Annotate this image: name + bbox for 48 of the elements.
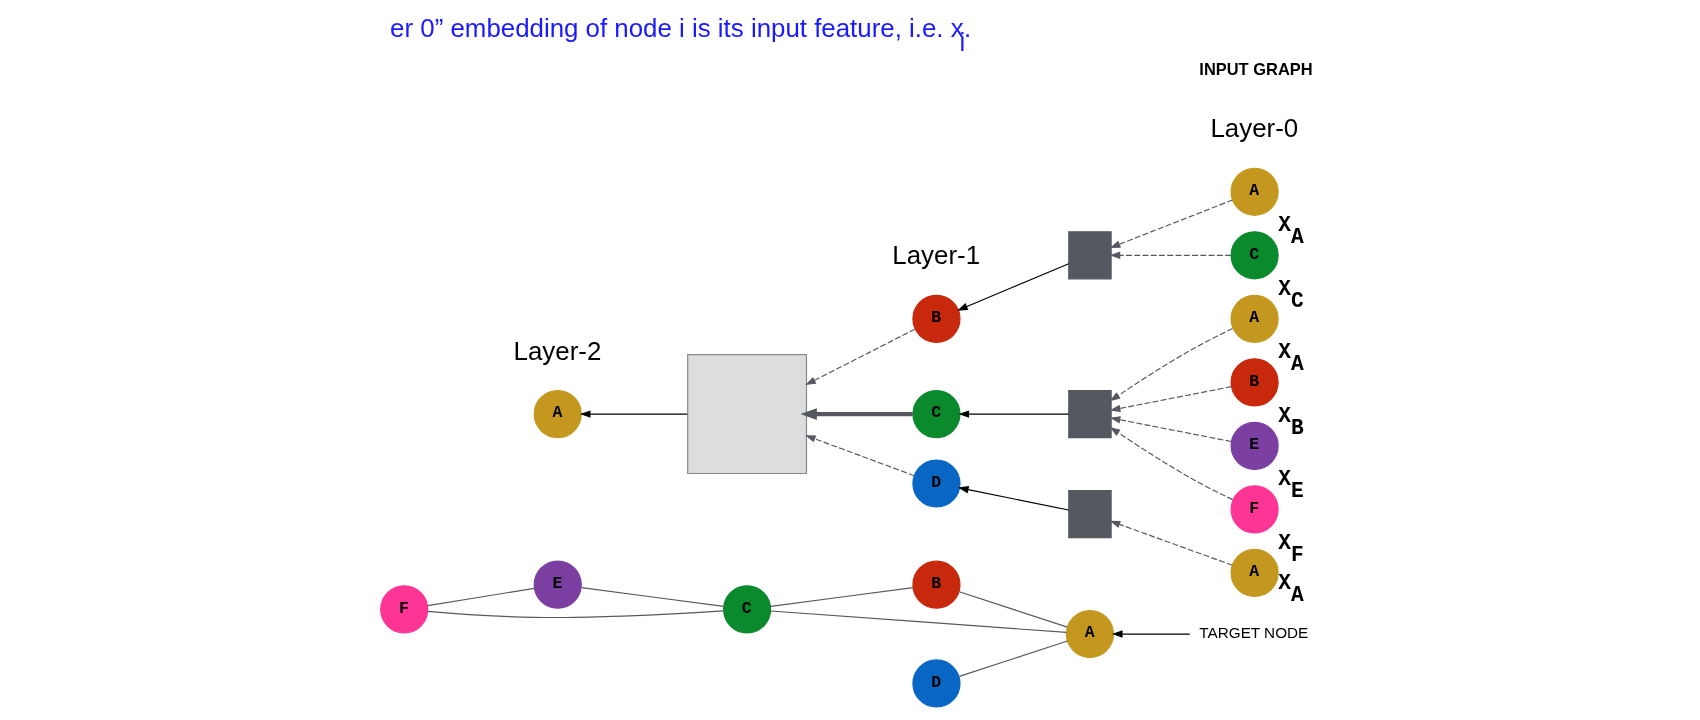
arrow	[958, 486, 1070, 511]
node-circle: C	[912, 390, 961, 439]
arrow	[957, 263, 1070, 311]
arrow	[800, 408, 913, 420]
node-circle: C	[722, 585, 772, 634]
arrow	[1109, 416, 1232, 443]
arrow	[1109, 328, 1234, 402]
connector	[427, 587, 535, 607]
node-circle: B	[912, 294, 961, 343]
node-circle: A	[1230, 167, 1279, 216]
node-text: TARGET NODE	[1199, 624, 1309, 642]
node-circle: E	[1230, 421, 1279, 470]
node-circle: B	[1230, 358, 1279, 407]
node-circle: E	[533, 560, 582, 609]
arrow	[1109, 199, 1234, 249]
arrow	[805, 328, 916, 386]
connector	[770, 610, 1067, 633]
node-circle: F	[1230, 485, 1279, 534]
node-circle: A	[1230, 548, 1279, 597]
arrow	[805, 435, 915, 477]
connector	[427, 610, 725, 619]
node-box	[1068, 390, 1112, 439]
label: Layer-1	[892, 241, 981, 270]
arrow	[958, 410, 1070, 418]
node-circle: A	[1065, 609, 1115, 659]
node-box	[687, 354, 808, 475]
arrow	[1109, 520, 1233, 566]
connector	[770, 587, 914, 607]
arrow	[1109, 426, 1234, 501]
arrow	[1109, 251, 1232, 260]
arrow	[579, 410, 688, 418]
node-circle: B	[912, 560, 961, 609]
node-circle: F	[380, 585, 429, 634]
node-circle: D	[912, 459, 961, 508]
node-box	[1068, 489, 1112, 539]
connector	[958, 640, 1068, 677]
node-circle: A	[533, 390, 582, 439]
node-circle: D	[912, 659, 961, 708]
label: INPUT GRAPH	[1199, 60, 1313, 79]
node-box	[1068, 231, 1112, 280]
connector	[581, 587, 725, 607]
arrow	[1109, 386, 1232, 413]
node-circle: C	[1230, 231, 1279, 280]
label: Layer-2	[513, 336, 602, 365]
node-circle: A	[1230, 294, 1279, 343]
arrow	[1111, 630, 1191, 638]
label: Layer-0	[1210, 114, 1299, 143]
connector	[958, 591, 1068, 628]
